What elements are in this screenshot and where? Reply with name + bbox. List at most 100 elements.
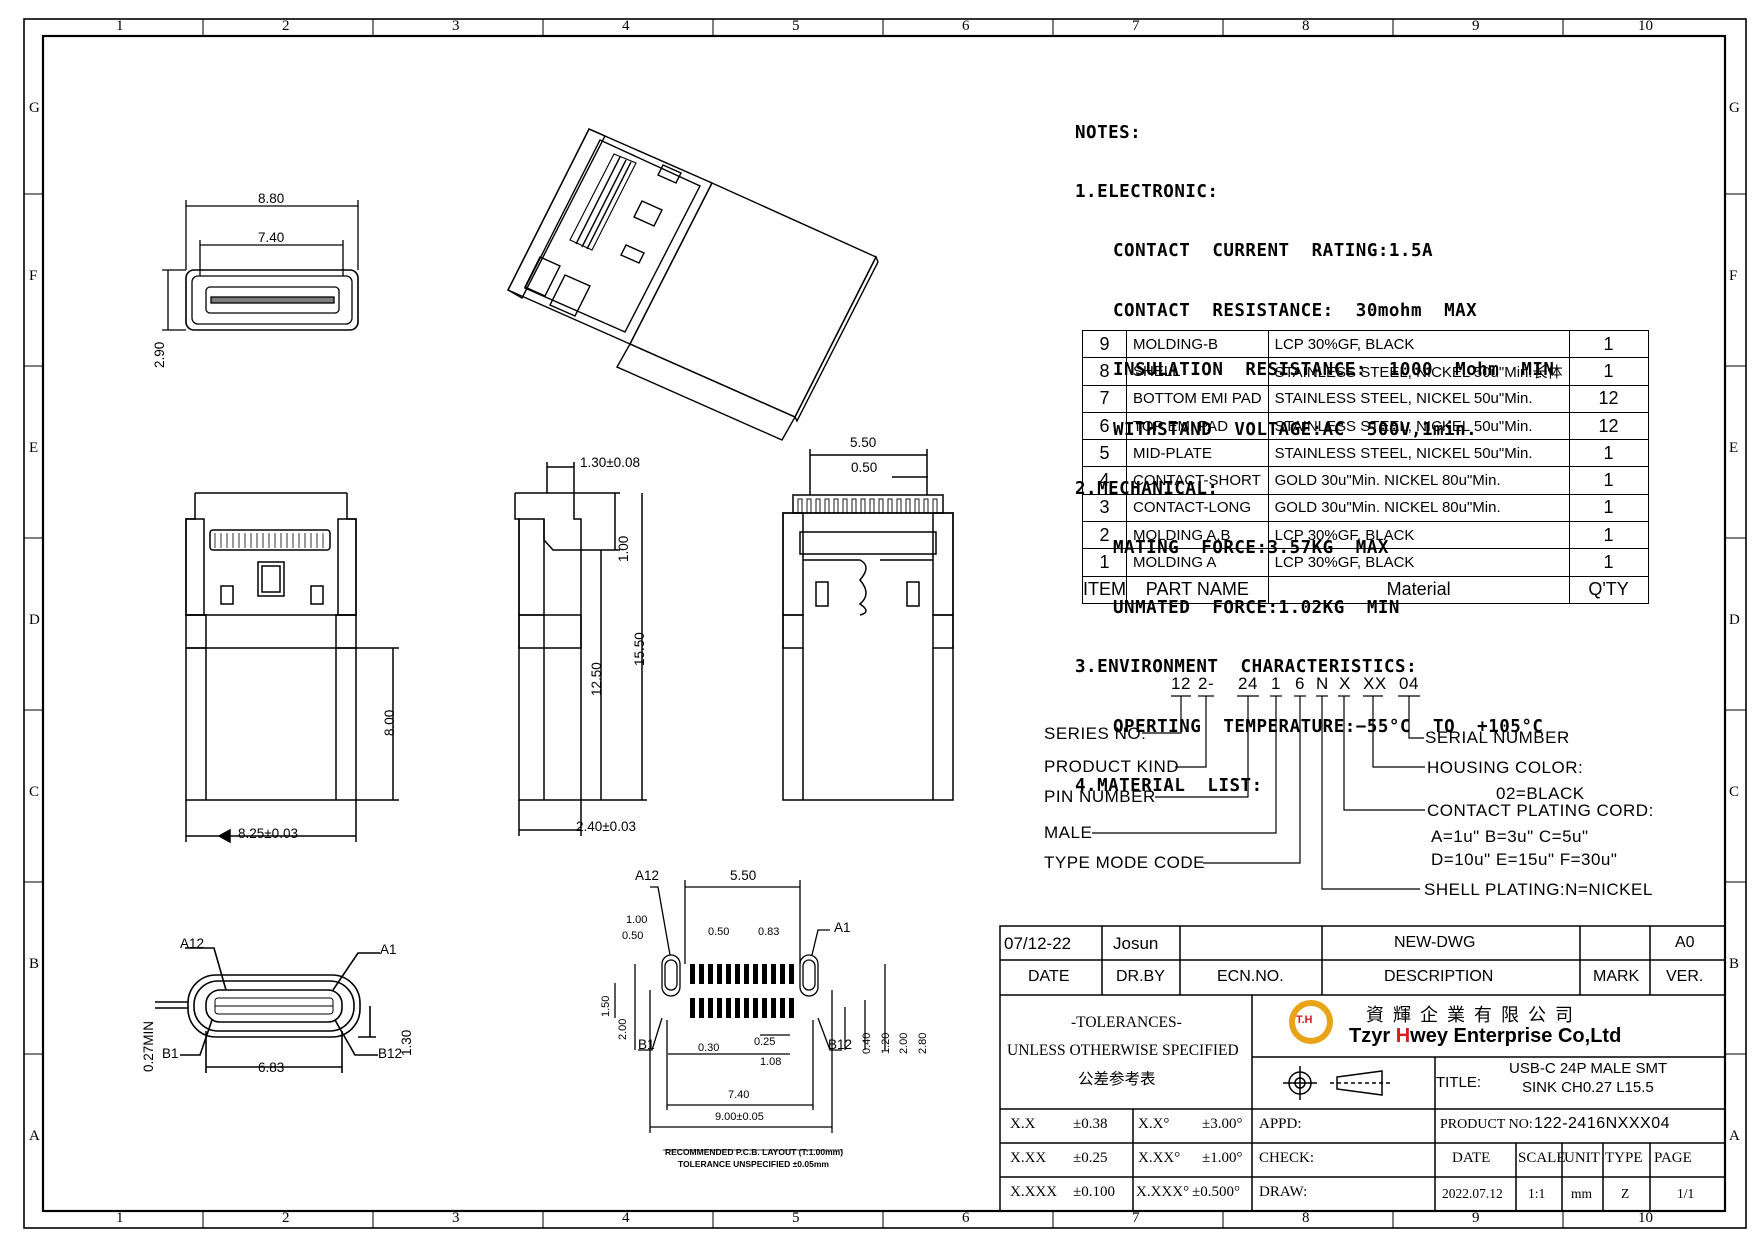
grid-col-3: 3	[452, 18, 460, 34]
tb-appd: APPD:	[1259, 1116, 1302, 1132]
pcb-note1: RECOMMENDED P.C.B. LAYOUT (T:1.00mm)	[665, 1147, 844, 1157]
tb-xxx-angle: X.XX°	[1138, 1150, 1181, 1166]
notes-current: CONTACT CURRENT RATING:1.5A	[1113, 241, 1434, 262]
bom-material: LCP 30%GF, BLACK	[1267, 521, 1570, 550]
notes-temperature: OPERTING TEMPERATURE:−55°C TO +105°C	[1113, 716, 1544, 737]
grid-col-4: 4	[622, 18, 630, 34]
bom-material: LCP 30%GF, BLACK	[1267, 329, 1570, 359]
bom-item: 2	[1082, 521, 1127, 550]
bom-item: 1	[1082, 548, 1127, 577]
pn-plating-d: D=10u" E=15u" F=30u"	[1431, 850, 1618, 869]
logo-icon	[1289, 1000, 1333, 1044]
tb-unit-value: mm	[1571, 1186, 1593, 1201]
pcb-1-08: 1.08	[760, 1056, 782, 1068]
pn-series-label: SERIES NO:	[1044, 724, 1147, 743]
pn-code: 2-	[1198, 674, 1215, 693]
tb-type-value: Z	[1621, 1186, 1630, 1201]
bom-item: 4	[1082, 466, 1127, 495]
grid-col-2-bottom: 2	[282, 1210, 290, 1226]
pcb-7-40: 7.40	[728, 1089, 750, 1101]
pcb-9-00: 9.00±0.05	[715, 1111, 764, 1123]
isometric-view	[507, 128, 879, 441]
dim-8-00: 8.00	[382, 709, 397, 736]
notes-material: 4.MATERIAL LIST:	[1075, 775, 1263, 796]
grid-row-c-right: C	[1729, 784, 1740, 800]
bom-material: GOLD 30u"Min. NICKEL 80u"Min.	[1267, 493, 1570, 523]
tb-ecn-label: ECN.NO.	[1217, 968, 1284, 985]
bom-material: LCP 30%GF, BLACK	[1267, 548, 1570, 577]
pn-type-label: TYPE MODE CODE	[1044, 853, 1205, 872]
grid-row-d: D	[29, 612, 40, 628]
pn-code: 1	[1271, 674, 1281, 693]
bom-qty: 1	[1568, 357, 1649, 386]
tb-company-en-1: Tzyr	[1349, 1025, 1396, 1047]
grid-row-a-right: A	[1729, 1128, 1740, 1144]
tb-company-en: Tzyr Hwey Enterprise Co,Ltd	[1349, 1025, 1621, 1048]
tb-unit-header: UNIT	[1564, 1150, 1600, 1166]
tb-desc-label: DESCRIPTION	[1384, 968, 1494, 985]
part-number-leaders	[1092, 695, 1425, 890]
grid-col-10: 10	[1638, 18, 1653, 34]
tb-desc-value: NEW-DWG	[1394, 934, 1476, 951]
bom-part: SHELL	[1126, 357, 1269, 386]
pn-serial-label: SERIAL NUMBER	[1425, 728, 1570, 747]
tb-xx: X.X	[1010, 1116, 1036, 1132]
tb-drby-value: Josun	[1113, 934, 1159, 953]
pn-code: X	[1339, 674, 1351, 693]
tb-date-value2: 2022.07.12	[1442, 1186, 1503, 1201]
grid-row-g: G	[29, 100, 40, 116]
grid-col-9-bottom: 9	[1472, 1210, 1480, 1226]
bom-qty: 1	[1568, 548, 1649, 577]
bom-item: 9	[1082, 329, 1127, 359]
tb-xxx-angle-value: ±1.00°	[1202, 1150, 1243, 1166]
tb-date-header: DATE	[1452, 1150, 1491, 1166]
pn-code: N	[1316, 674, 1329, 693]
pn-male-label: MALE	[1044, 823, 1093, 842]
grid-col-7: 7	[1132, 18, 1140, 34]
dim-1-00: 1.00	[616, 535, 631, 562]
pcb-b12: B12	[828, 1037, 853, 1052]
pcb-1-50: 1.50	[600, 995, 612, 1017]
tb-date-label: DATE	[1028, 968, 1070, 985]
notes-title: NOTES:	[1075, 122, 1142, 143]
bom-qty: 1	[1568, 466, 1649, 495]
bom-header-material: Material	[1267, 575, 1570, 604]
tb-logo-text: T.H	[1296, 1014, 1313, 1026]
tb-company-en-h: H	[1395, 1025, 1411, 1047]
grid-col-1: 1	[116, 18, 124, 34]
side-view	[514, 462, 647, 836]
bom-qty: 1	[1568, 439, 1649, 468]
tb-product-label: PRODUCT NO:	[1440, 1117, 1533, 1132]
bom-item: 7	[1082, 384, 1127, 413]
notes-resistance: CONTACT RESISTANCE: 30mohm MAX	[1113, 300, 1478, 321]
pn-black-label: 02=BLACK	[1496, 784, 1585, 803]
grid-col-5-bottom: 5	[792, 1210, 800, 1226]
tb-title-label: TITLE:	[1436, 1074, 1482, 1091]
bom-qty: 12	[1568, 384, 1649, 413]
grid-col-1-bottom: 1	[116, 1210, 124, 1226]
bom-material: STAINLESS STEEL, NICKEL 50u"Min.长体	[1267, 357, 1570, 386]
tb-title-line1: USB-C 24P MALE SMT	[1509, 1060, 1668, 1077]
grid-col-3-bottom: 3	[452, 1210, 460, 1226]
bom-material: STAINLESS STEEL, NICKEL 50u"Min.	[1267, 439, 1570, 468]
bom-qty: 12	[1568, 411, 1649, 441]
pn-code: 12	[1171, 674, 1191, 693]
bom-part: MID-PLATE	[1126, 439, 1269, 468]
label-b12: B12	[378, 1046, 403, 1061]
tb-xx-angle: X.X°	[1138, 1116, 1170, 1132]
notes-electronic: 1.ELECTRONIC:	[1075, 181, 1219, 202]
bom-part: BOTTOM EMI PAD	[1126, 384, 1269, 413]
grid-row-e: E	[29, 440, 39, 456]
grid-col-9: 9	[1472, 18, 1480, 34]
grid-row-f: F	[29, 268, 38, 284]
pn-code: 6	[1295, 674, 1305, 693]
bom-material: GOLD 30u"Min. NICKEL 80u"Min.	[1267, 466, 1570, 495]
tb-xxx: X.XX	[1010, 1150, 1047, 1166]
